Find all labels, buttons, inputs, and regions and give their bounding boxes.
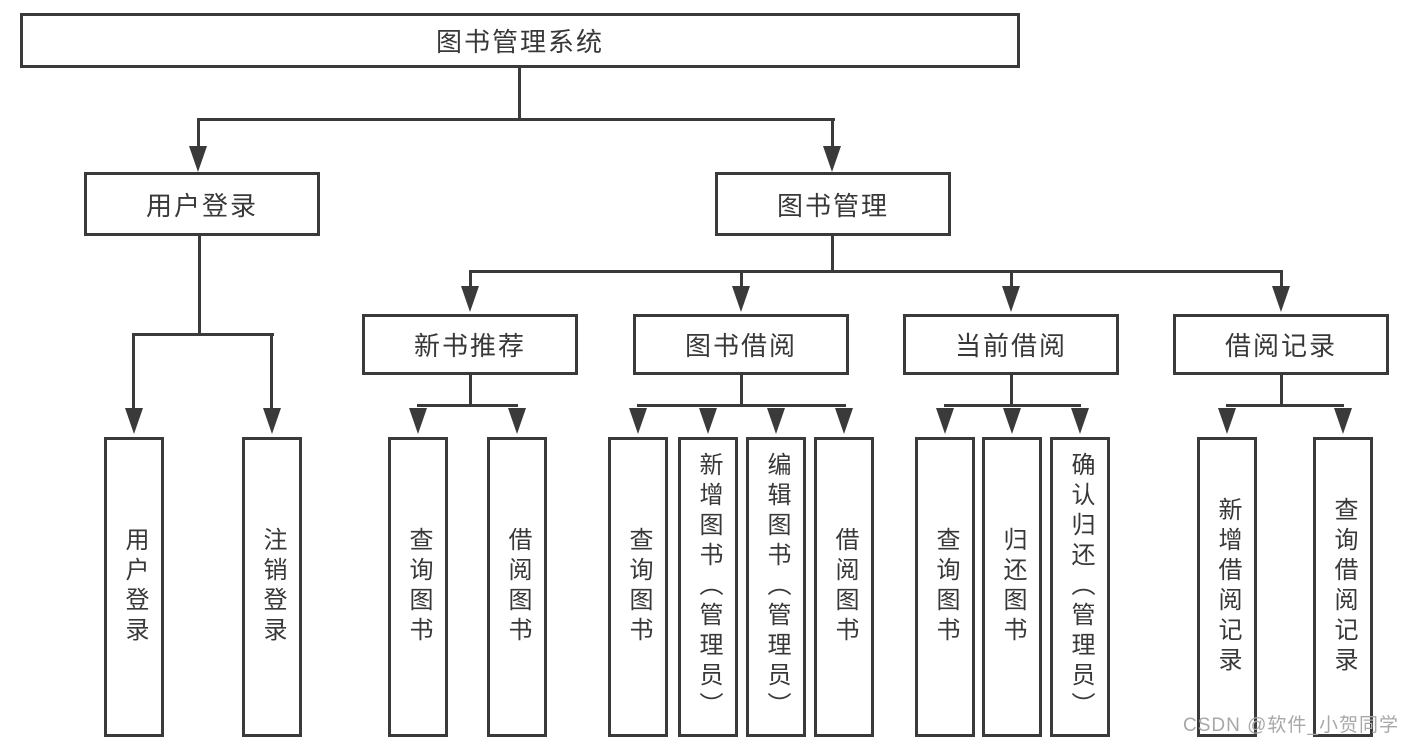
node-logout-leaf: 注销登录 [242,437,302,737]
node-label: 借阅图书 [831,527,858,647]
arrow-down-icon [508,408,526,434]
arrow-down-icon [263,408,281,434]
connector-stub [831,118,834,148]
node-library-management-system: 图书管理系统 [20,13,1020,68]
arrow-down-icon [732,286,750,312]
node-label: 编辑图书（管理员） [763,452,790,722]
connector-root-stem [518,68,521,120]
node-label: 查询借阅记录 [1330,497,1357,677]
node-label: 当前借阅 [954,331,1067,361]
node-borrowing-records: 借阅记录 [1173,314,1389,375]
connector-user-login-stem [198,236,201,336]
node-label: 图书管理系统 [435,27,604,57]
connector-user-login-bar [132,333,274,336]
arrow-down-icon [1272,286,1290,312]
node-label: 查询图书 [932,527,959,647]
connector-stub [132,333,135,410]
node-query-books-current: 查询图书 [915,437,975,737]
node-label: 借阅记录 [1224,331,1337,361]
connector-stub [1280,270,1283,288]
node-new-book-recommendation: 新书推荐 [362,314,578,375]
connector-stub [469,270,472,288]
connector-stem [1280,375,1283,407]
arrow-down-icon [699,408,717,434]
node-add-borrow-record: 新增借阅记录 [1197,437,1257,737]
arrow-down-icon [629,408,647,434]
arrow-down-icon [1071,408,1089,434]
node-label: 图书借阅 [684,331,797,361]
connector-stem [1010,375,1013,407]
node-book-borrowing: 图书借阅 [633,314,849,375]
node-add-books-admin: 新增图书（管理员） [678,437,738,737]
node-label: 用户登录 [145,190,258,221]
node-return-books: 归还图书 [982,437,1042,737]
node-label: 新增借阅记录 [1214,497,1241,677]
connector-stub [197,118,200,148]
arrow-down-icon [409,408,427,434]
node-query-books-borrowing: 查询图书 [608,437,668,737]
node-current-borrowing: 当前借阅 [903,314,1119,375]
node-confirm-return-admin: 确认归还（管理员） [1050,437,1110,737]
connector-book-mgmt-stem [831,236,834,272]
node-label: 用户登录 [121,527,148,647]
connector-stem [740,375,743,407]
arrow-down-icon [189,146,207,172]
connector-bar [417,404,518,407]
node-label: 注销登录 [259,527,286,647]
connector-stub [740,270,743,288]
connector-bar [944,404,1081,407]
node-user-login-module: 用户登录 [84,172,320,236]
node-borrow-books-borrowing: 借阅图书 [814,437,874,737]
node-label: 图书管理 [776,190,889,221]
arrow-down-icon [767,408,785,434]
node-label: 新增图书（管理员） [695,452,722,722]
node-label: 新书推荐 [413,331,526,361]
watermark: CSDN @软件_小贺同学 [1183,715,1399,736]
arrow-down-icon [823,146,841,172]
connector-stub [1010,270,1013,288]
arrow-down-icon [936,408,954,434]
arrow-down-icon [125,408,143,434]
connector-level2-bar [197,118,835,121]
connector-bar [637,404,846,407]
node-label: 查询图书 [405,527,432,647]
node-query-books-recommendation: 查询图书 [388,437,448,737]
connector-stub [270,333,273,410]
node-borrow-books-recommendation: 借阅图书 [487,437,547,737]
arrow-down-icon [835,408,853,434]
arrow-down-icon [1334,408,1352,434]
connector-stem [469,375,472,407]
node-label: 查询图书 [625,527,652,647]
arrow-down-icon [1002,286,1020,312]
node-book-management-module: 图书管理 [715,172,951,236]
arrow-down-icon [1218,408,1236,434]
node-label: 确认归还（管理员） [1067,452,1094,722]
node-label: 归还图书 [999,527,1026,647]
node-user-login-leaf: 用户登录 [104,437,164,737]
connector-bar [1226,404,1344,407]
node-label: 借阅图书 [504,527,531,647]
node-edit-books-admin: 编辑图书（管理员） [746,437,806,737]
connector-level3-bar [469,270,1283,273]
arrow-down-icon [1003,408,1021,434]
arrow-down-icon [461,286,479,312]
node-query-borrow-record: 查询借阅记录 [1313,437,1373,737]
